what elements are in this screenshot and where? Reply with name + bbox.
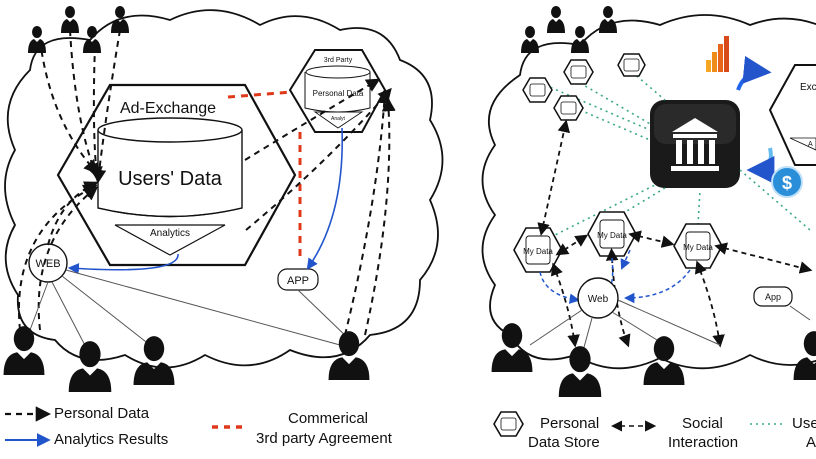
legend-pds-2: Data Store [528, 434, 600, 451]
app-node-left[interactable]: APP [277, 268, 319, 291]
my-data-label-1: My Data [523, 247, 553, 256]
commercial-agreement-lines [227, 90, 302, 262]
legend-personal-data: Personal Data [54, 405, 150, 422]
dollar-icon: $ [771, 166, 803, 198]
legend-analytics-results: Analytics Results [54, 431, 169, 448]
legend-commercial-2: 3rd party Agreement [256, 430, 392, 447]
web-blue-arrows [539, 249, 691, 304]
legend-personal-data-store-marker [493, 411, 524, 437]
legend-social-1: Social [682, 415, 723, 432]
web-label-right: Web [588, 294, 609, 305]
blue-curve-arrow-down [746, 147, 775, 184]
web-node-left[interactable]: WEB [28, 243, 68, 283]
app-node-right[interactable]: App [753, 286, 793, 307]
exchange-partial-label: Exc [800, 82, 816, 93]
web-label-left: WEB [35, 258, 60, 270]
personal-data-arrows-left [18, 29, 396, 336]
legend-social-2: Interaction [668, 434, 739, 451]
my-data-store-3: My Data [673, 223, 723, 269]
small-store-inner [529, 58, 640, 115]
third-party-label: 3rd Party [324, 57, 353, 64]
bar-chart-icon [706, 36, 729, 72]
legend-commercial-1: Commerical [288, 410, 369, 427]
analytics-funnel [114, 224, 226, 256]
legend-use-1: Use [792, 415, 816, 432]
third-party-analyt: Analyt [331, 116, 346, 122]
analytics-results-arrows [67, 127, 344, 275]
third-party-hexagon: 3rd Party Personal Data Analyt [288, 49, 387, 133]
app-label-right: App [765, 292, 781, 302]
app-label-left: APP [287, 275, 309, 287]
web-connections-left [29, 269, 351, 356]
right-cloud [481, 14, 816, 370]
ad-exchange-title: Ad-Exchange [120, 100, 216, 117]
web-node-right[interactable]: Web [577, 277, 619, 319]
svg-text:$: $ [782, 173, 792, 193]
legend-pds-1: Personal [540, 415, 600, 432]
analytics-label: Analytics [150, 228, 190, 239]
blue-curve-arrow-up [736, 55, 772, 91]
bank-icon [650, 100, 740, 188]
my-data-store-1: My Data [513, 227, 563, 273]
my-data-label-3: My Data [683, 243, 713, 252]
my-data-label-2: My Data [597, 231, 627, 240]
ad-exchange-hexagon: Ad-Exchange Users' Data Analytics [56, 83, 297, 267]
third-party-personal-data: Personal Data [313, 89, 364, 98]
users-data-label: Users' Data [118, 168, 223, 190]
exchange-hexagon-partial: Exc A [768, 64, 816, 166]
legend-use-2: A [806, 434, 816, 451]
users-data-cylinder [97, 117, 243, 218]
a-partial-label: A [808, 141, 813, 148]
